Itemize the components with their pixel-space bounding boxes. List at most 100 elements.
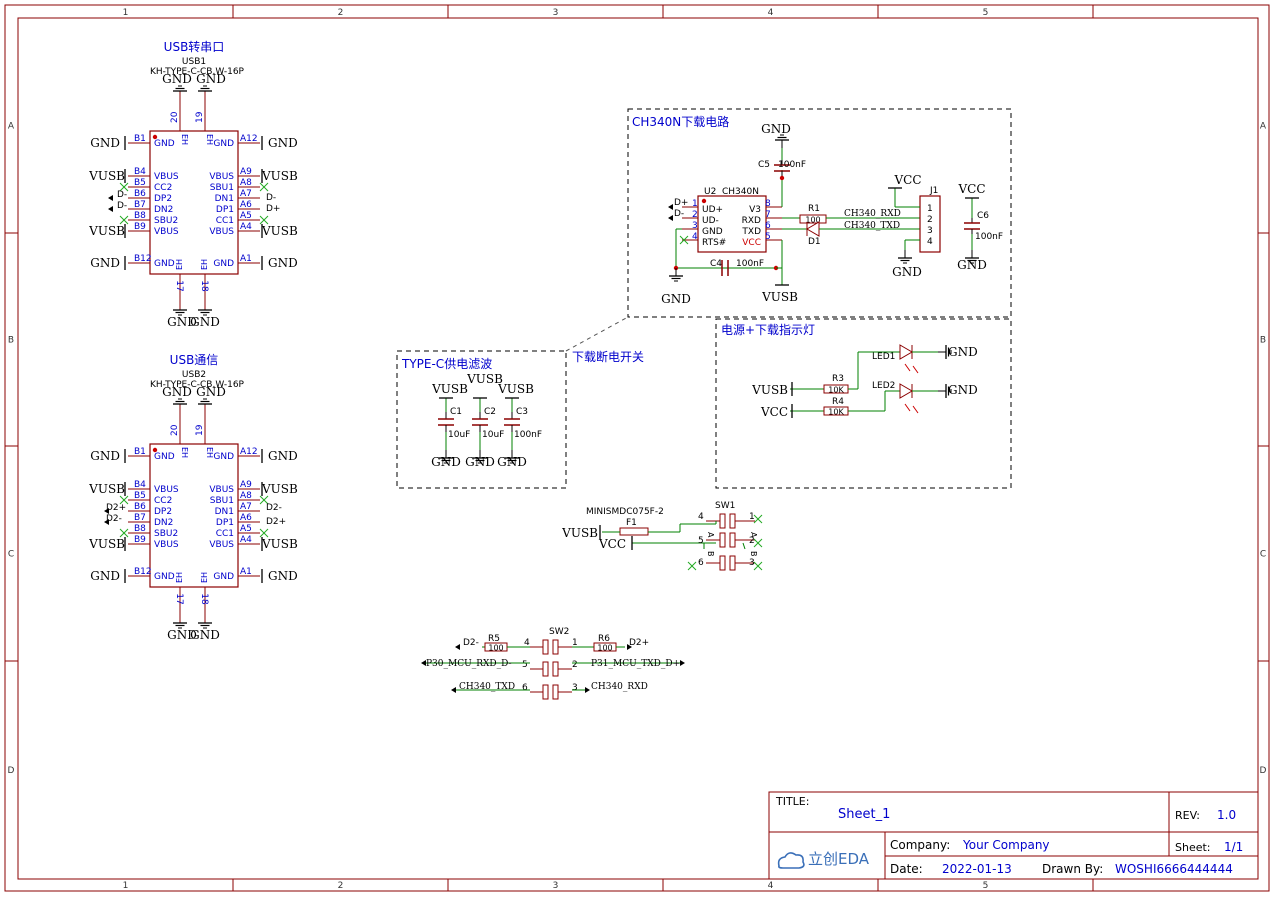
usb-pin-name: EH: [200, 572, 209, 583]
frame-row-label: D: [1260, 766, 1267, 776]
usb-pin-number: B7: [134, 200, 146, 210]
vusb-net: VUSB: [761, 290, 798, 304]
resistor-value: 10K: [828, 386, 844, 395]
box-connector: [565, 316, 629, 352]
no-connect: [679, 235, 689, 245]
usb-pin-number: A4: [240, 222, 252, 232]
usb-pin-name: EH: [205, 134, 214, 145]
filter-box-title: TYPE-C供电滤波: [401, 357, 492, 371]
data-net: D-: [674, 209, 684, 219]
led-ray: [912, 365, 919, 374]
no-connect: [259, 215, 269, 225]
frame-row-label: A: [1260, 122, 1267, 132]
header-pin-number: 3: [927, 226, 933, 236]
tb-logo-text: 立创EDA: [808, 850, 870, 868]
ch340-ref: U2: [704, 187, 716, 197]
usb-pin-number: B1: [134, 134, 146, 144]
switch-pin: 4: [524, 638, 530, 648]
ch340-box-title: CH340N下载电路: [632, 114, 729, 129]
cap-ref: C2: [484, 407, 496, 417]
chip-pin-number: 2: [692, 210, 698, 220]
tb-date-label: Date:: [890, 862, 923, 876]
vusb-net: VUSB: [561, 526, 598, 540]
no-connect: [687, 561, 697, 571]
vusb-net: VUSB: [88, 537, 125, 551]
vusb-net: VUSB: [497, 382, 534, 396]
gnd-net: GND: [90, 256, 120, 270]
port-arrow: [104, 519, 109, 525]
switch-pin: 3: [749, 558, 755, 568]
usb-pin-number: 19: [195, 424, 205, 436]
no-connect: [753, 561, 763, 571]
frame-outer: [4, 4, 1270, 892]
usb-pin-name: VBUS: [154, 485, 179, 495]
switch-contact: [729, 532, 736, 548]
gnd-net: GND: [190, 315, 220, 329]
usb-pin-number: A6: [240, 513, 252, 523]
switch-pin: 2: [749, 536, 755, 546]
switch-contact: [552, 684, 559, 700]
usb-pin-name: EH: [200, 259, 209, 270]
usb-pin-name: EH: [175, 259, 184, 270]
gnd-net: GND: [268, 569, 298, 583]
header-pin-number: 1: [927, 204, 933, 214]
data-net: D2-: [266, 503, 282, 513]
junction-dot: [152, 447, 158, 453]
led-ref: LED1: [872, 352, 895, 362]
gnd-net: GND: [167, 315, 197, 329]
no-connect: [119, 182, 129, 192]
net-label: CH340_TXD: [844, 221, 900, 231]
resistor-value: 10K: [828, 408, 844, 417]
chip-pin-name: UD+: [702, 205, 723, 215]
usb-pin-number: B9: [134, 535, 146, 545]
usb-pin-name: GND: [154, 572, 175, 582]
usb-pin-name: EH: [180, 134, 189, 145]
tb-company: Your Company: [962, 838, 1050, 852]
chip-pin-name: GND: [702, 227, 723, 237]
usb-value: KH-TYPE-C-CB.W-16P: [150, 380, 245, 390]
port-arrow: [421, 660, 426, 666]
port-arrow: [108, 206, 113, 212]
frame-col-label: 4: [768, 8, 774, 18]
resistor-value: 100: [597, 644, 612, 653]
switch-pin: 1: [572, 638, 578, 648]
usb-pin-name: CC2: [154, 183, 172, 193]
no-connect: [119, 528, 129, 538]
switch-pin: 6: [522, 683, 528, 693]
usb-pin-name: EH: [175, 572, 184, 583]
net-label: CH340_RXD: [844, 209, 901, 219]
gnd-net: GND: [268, 449, 298, 463]
cap-value: 100nF: [514, 430, 542, 440]
port-arrow: [585, 687, 590, 693]
led-icon: [899, 383, 913, 399]
cap-ref: C6: [977, 211, 989, 221]
tb-date: 2022-01-13: [942, 862, 1012, 876]
cap-value: 100nF: [778, 160, 806, 170]
resistor-ref: R6: [598, 634, 610, 644]
frame-row-label: C: [1260, 550, 1266, 560]
vusb-net: VUSB: [88, 224, 125, 238]
cap-value: 10uF: [482, 430, 504, 440]
gnd-net: GND: [431, 455, 461, 469]
frame-row-label: B: [1260, 336, 1266, 346]
usb-pin-name: EH: [205, 447, 214, 458]
usb-pin-number: A7: [240, 502, 252, 512]
switch-contact: [552, 661, 559, 677]
switch-contact: [729, 513, 736, 529]
usb-pin-name: GND: [154, 259, 175, 269]
usb-pin-name: CC2: [154, 496, 172, 506]
vusb-net: VUSB: [466, 372, 503, 386]
usb-pin-number: A4: [240, 535, 252, 545]
header-ref: J1: [929, 186, 938, 196]
tb-sheet-label: Sheet:: [1175, 841, 1211, 854]
usb-pin-number: A1: [240, 254, 252, 264]
gnd-net: GND: [465, 455, 495, 469]
gnd-net: GND: [162, 72, 192, 86]
junction-dot: [701, 198, 707, 204]
usb-pin-number: 17: [174, 280, 184, 291]
cap-value: 10uF: [448, 430, 470, 440]
chip-pin-name: V3: [749, 205, 761, 215]
usb-pin-number: B5: [134, 178, 146, 188]
data-net: D+: [674, 198, 688, 208]
header-j1: [919, 195, 941, 253]
